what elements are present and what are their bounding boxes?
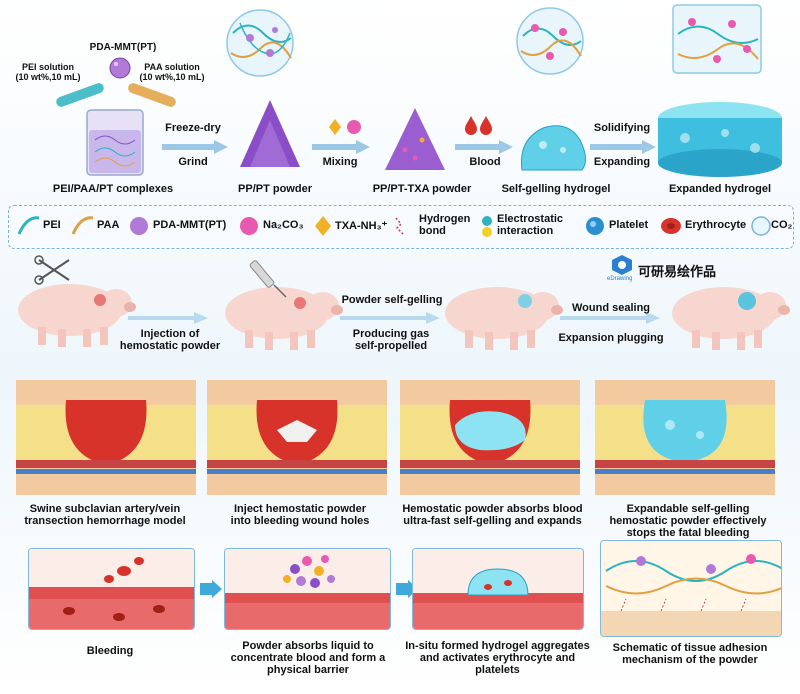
hydrogel-aggregate-icon: [413, 549, 583, 629]
caption-self-gelling: Self-gelling hydrogel: [501, 183, 611, 195]
step1-top-label: Freeze-dry: [165, 122, 221, 134]
pig-arrow-1: [128, 312, 208, 324]
legend-erythrocyte: Erythrocyte: [685, 219, 747, 231]
hydrogel-blob-icon: [520, 125, 586, 171]
vessel-panel-2: [224, 548, 391, 630]
legend-electrostatic: Electrostatic interaction: [497, 213, 564, 237]
pei-solution-label: PEI solution: [21, 62, 74, 72]
legend-paa: PAA: [97, 219, 120, 231]
step4-arrow: [590, 140, 656, 154]
scissors-icon: [34, 255, 70, 285]
na2co3-legend-icon: [240, 217, 258, 235]
caption-pppt-txa: PP/PT-TXA powder: [372, 183, 472, 195]
wound-section-2: [207, 380, 387, 495]
electrostatic-legend-icon: [482, 216, 492, 237]
hydrogel-network-icon: [516, 7, 584, 75]
pig-arrow1-top: Injection of: [140, 328, 200, 340]
pig-arrow2-top: Powder self-gelling: [341, 294, 443, 306]
vessel-panel-3: [412, 548, 584, 630]
adhesion-mechanism-icon: [601, 541, 781, 636]
hydrogen-bond-legend-icon: [395, 217, 404, 235]
bleeding-vessel-icon: [29, 549, 194, 629]
pig-arrow1-bottom: hemostatic powder: [119, 340, 221, 352]
bubble-icon: [751, 216, 771, 236]
pig-arrow2-mid: Producing gas: [352, 328, 430, 340]
adhesion-mechanism-panel: [600, 540, 782, 637]
brand-caption: 可研易绘作品: [638, 264, 717, 279]
step3-arrow: [455, 140, 513, 154]
syringe-icon: [249, 260, 287, 298]
legend-txa: TXA-NH₃⁺: [335, 220, 388, 232]
vessel-caption-1: Bleeding: [86, 645, 134, 657]
pig-arrow2-bottom: self-propelled: [354, 340, 428, 352]
vessel-arrow-1: [200, 580, 222, 598]
blood-drop-icon: [465, 116, 492, 135]
step3-label: Blood: [469, 156, 501, 168]
step4-top-label: Solidifying: [593, 122, 651, 134]
legend: PEI PAA PDA-MMT(PT) Na₂CO₃ TXA-NH₃⁺ Hydr…: [8, 205, 794, 249]
paa-legend-icon: [71, 216, 94, 235]
step1-arrow: [162, 140, 228, 154]
step1-bottom-label: Grind: [178, 156, 208, 168]
legend-pda-mmt: PDA-MMT(PT): [153, 219, 227, 231]
pda-mmt-label: PDA-MMT(PT): [89, 42, 157, 53]
caption-expanded: Expanded hydrogel: [668, 183, 772, 195]
edrawing-logo-icon: [612, 255, 632, 275]
powder-pile-txa-icon: [385, 108, 445, 170]
pig-icon-3: [445, 287, 563, 350]
wound-section-1: [16, 380, 196, 495]
pda-mmt-legend-icon: [130, 217, 148, 235]
pig-icon-4: [672, 287, 790, 350]
pig-arrow-2: [340, 312, 440, 324]
step4-bottom-label: Expanding: [593, 156, 651, 168]
step2-label: Mixing: [322, 156, 358, 168]
vessel-panel-1: [28, 548, 195, 630]
expanded-hydrogel-icon: [658, 102, 782, 177]
polymer-network-icon: [226, 9, 294, 77]
caption-pppt-powder: PP/PT powder: [238, 183, 312, 195]
pig-icon: [18, 284, 136, 347]
wound-section-3: [400, 380, 580, 495]
pig-arrow3-top: Wound sealing: [571, 302, 651, 314]
erythrocyte-icon: [661, 218, 681, 234]
txa-na2co3-icon: [329, 119, 361, 135]
step2-arrow: [312, 140, 370, 154]
legend-platelet: Platelet: [609, 219, 649, 231]
legend-na2co3: Na₂CO₃: [263, 219, 304, 231]
powder-pile-icon: [240, 100, 300, 167]
pei-conc-label: (10 wt%,10 mL): [15, 72, 81, 82]
pig-arrow-3: [560, 312, 660, 324]
caption-complexes: PEI/PAA/PT complexes: [52, 183, 174, 195]
pei-legend-icon: [17, 216, 40, 235]
expanded-network-icon: [672, 4, 762, 74]
paa-solution-label: PAA solution: [144, 62, 200, 72]
txa-legend-icon: [315, 216, 331, 236]
legend-pei: PEI: [43, 219, 61, 231]
beaker-icon: [56, 83, 176, 176]
legend-hydrogen-bond: Hydrogen bond: [419, 213, 471, 237]
platelet-icon: [586, 217, 604, 235]
powder-barrier-icon: [225, 549, 390, 629]
pda-mmt-particle-icon: [109, 57, 131, 79]
legend-co2: CO₂: [771, 219, 793, 231]
edrawing-logo-text: eDrawing: [607, 276, 633, 282]
pig-arrow3-bottom: Expansion plugging: [558, 332, 664, 344]
paa-conc-label: (10 wt%,10 mL): [139, 72, 205, 82]
wound-section-4: [595, 380, 775, 495]
pig-icon-2: [225, 287, 343, 350]
